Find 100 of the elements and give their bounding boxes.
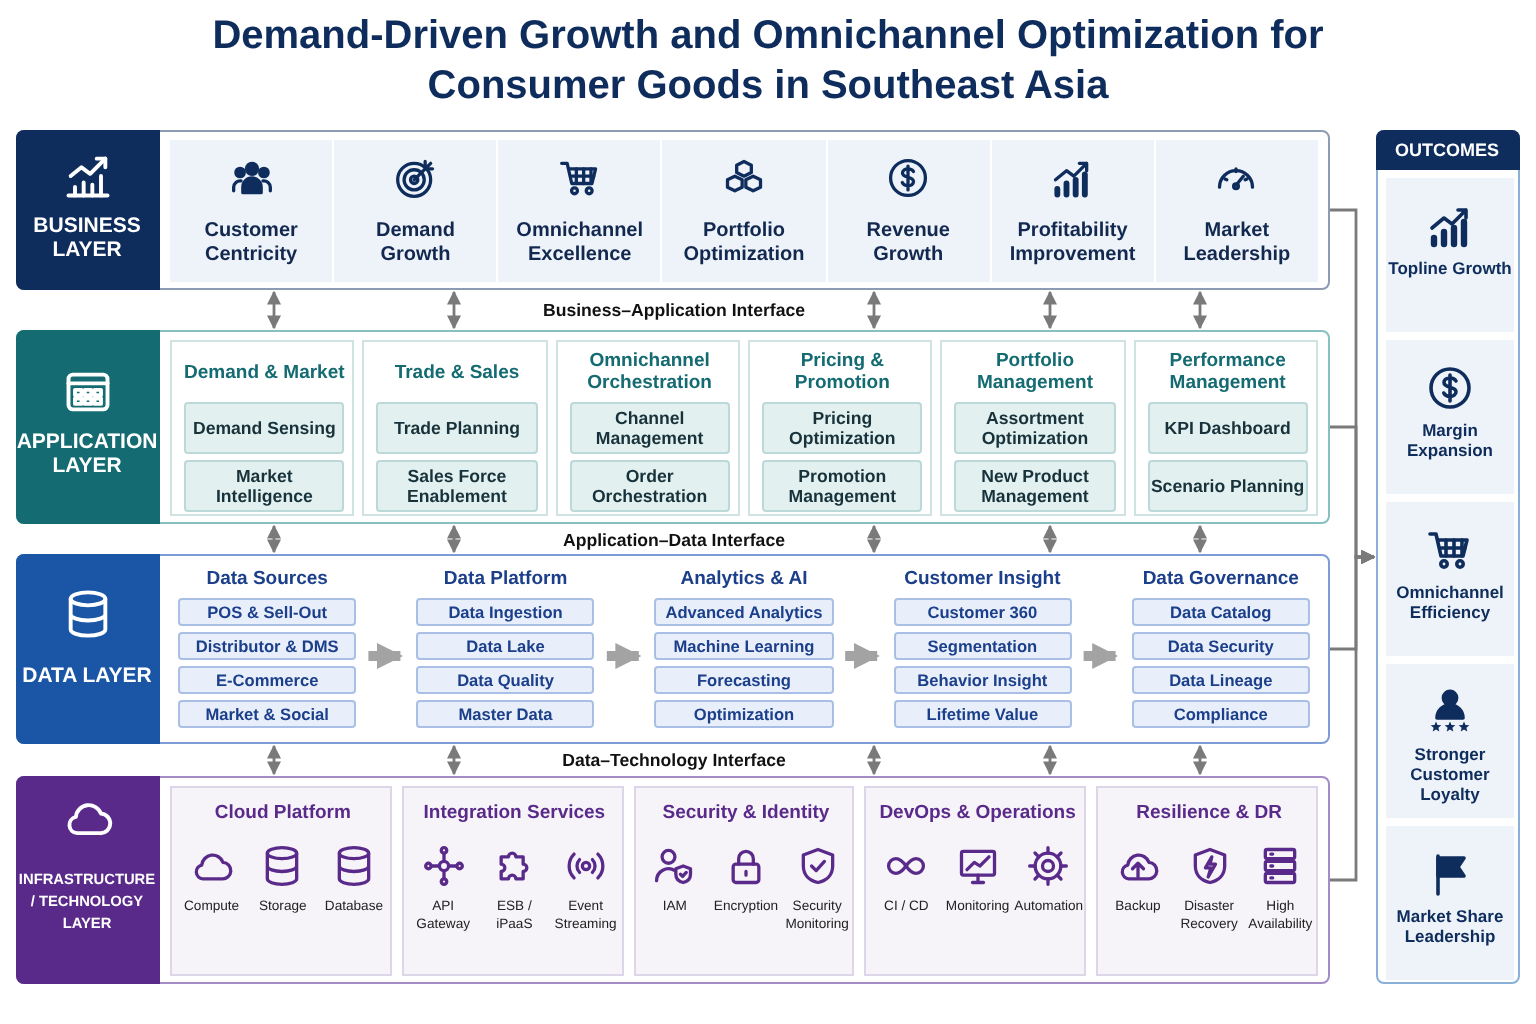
- group-title: Omnichannel Orchestration: [585, 350, 714, 394]
- interface-label: Data–Technology Interface: [562, 750, 786, 770]
- layer-title: APPLICATION LAYER: [16, 430, 158, 478]
- capability-tile: [662, 140, 826, 282]
- capability-label: Customer Centricity: [202, 220, 300, 268]
- module-box: KPI Dashboard: [1147, 402, 1308, 454]
- layer-panel: [16, 130, 1330, 290]
- arrow: [1083, 643, 1119, 669]
- module-box: Trade Planning: [376, 402, 538, 454]
- outcome-label: Stronger Customer Loyalty: [1408, 744, 1492, 804]
- arrow: [447, 524, 461, 554]
- outcome-tile: [1386, 502, 1514, 656]
- outcome-tile: [1386, 178, 1514, 332]
- capability-tile: [334, 140, 497, 282]
- arrow: [845, 643, 880, 669]
- data-item-box: Data Catalog: [1131, 598, 1310, 626]
- layer-title: DATA LAYER: [22, 664, 152, 688]
- group-card: [170, 786, 392, 976]
- data-item-box: Customer 360: [893, 598, 1072, 626]
- arrow: [447, 744, 461, 776]
- group-card: [864, 786, 1087, 976]
- data-item-box: Distributor & DMS: [178, 632, 357, 660]
- interface-label: Application–Data Interface: [563, 529, 785, 549]
- outcome-tile: [1386, 664, 1514, 818]
- title: Demand-Driven Growth and Omnichannel Optimization for Consumer Goods in Southeast Asia: [210, 12, 1326, 112]
- group-title: Cloud Platform: [214, 801, 351, 823]
- data-item-box: Compliance: [1131, 700, 1310, 728]
- module-box: Assortment Optimization: [954, 402, 1116, 454]
- module-box: Market Intelligence: [184, 460, 345, 512]
- outcomes-panel: [1376, 130, 1520, 984]
- interface-label: Business–Application Interface: [542, 300, 805, 320]
- group-card: [170, 340, 355, 516]
- module-box: Order Orchestration: [569, 460, 730, 512]
- group-card: [362, 340, 548, 516]
- module-box: Channel Management: [569, 402, 730, 454]
- data-item-box: Lifetime Value: [893, 700, 1072, 728]
- group-title: Portfolio Management: [974, 350, 1096, 394]
- data-item-box: Advanced Analytics: [654, 598, 834, 626]
- layer-title: BUSINESS LAYER: [31, 213, 143, 261]
- data-item-box: POS & Sell-Out: [178, 598, 357, 626]
- layer-panel: [16, 554, 1330, 744]
- group-title: Trade & Sales: [394, 361, 520, 383]
- capability-label: Demand Growth: [373, 220, 457, 268]
- data-item-box: Data Lake: [416, 632, 595, 660]
- data-item-box: Data Ingestion: [416, 598, 595, 626]
- outcome-label: Omnichannel Efficiency: [1394, 582, 1506, 622]
- capability-tile: [991, 140, 1154, 282]
- capability-label: Omnichannel Excellence: [514, 220, 646, 268]
- group-title: Demand & Market: [184, 361, 345, 383]
- module-box: New Product Management: [954, 460, 1116, 512]
- outcome-label: Market Share Leadership: [1394, 906, 1506, 946]
- data-item-box: E-Commerce: [178, 666, 357, 694]
- arrow: [867, 290, 881, 330]
- group-title: Integration Services: [423, 801, 606, 823]
- module-box: Sales Force Enablement: [376, 460, 538, 512]
- outcome-tile: [1386, 340, 1514, 494]
- capability-label: Market Leadership: [1181, 220, 1293, 268]
- capability-tile: [1155, 140, 1318, 282]
- data-item-box: Optimization: [654, 700, 834, 728]
- outcome-label: Margin Expansion: [1405, 420, 1495, 460]
- group-title: Data Governance: [1142, 567, 1299, 589]
- data-item-box: Data Security: [1131, 632, 1310, 660]
- group-card: [748, 340, 933, 516]
- data-item-box: Forecasting: [654, 666, 834, 694]
- group-title: Security & Identity: [662, 801, 830, 823]
- capability-label: Portfolio Optimization: [681, 220, 807, 268]
- group-title: Resilience & DR: [1136, 801, 1283, 823]
- capability-tile: [827, 140, 990, 282]
- group-card: [1133, 340, 1318, 516]
- module-box: Demand Sensing: [184, 402, 345, 454]
- module-box: Promotion Management: [762, 460, 923, 512]
- data-item-box: Data Quality: [416, 666, 595, 694]
- group-card: [401, 786, 624, 976]
- arrow: [1193, 744, 1207, 776]
- data-item-box: Behavior Insight: [893, 666, 1072, 694]
- outcome-label: Topline Growth: [1388, 258, 1512, 278]
- capability-label: Profitability Improvement: [1007, 220, 1138, 268]
- group-card: [940, 340, 1126, 516]
- module-box: Scenario Planning: [1147, 460, 1308, 512]
- group-card: [1096, 786, 1318, 976]
- capability-label: Revenue Growth: [864, 220, 952, 268]
- capability-tile: [170, 140, 333, 282]
- group-title: Pricing & Promotion: [792, 350, 892, 394]
- data-item-box: Segmentation: [893, 632, 1072, 660]
- arrow: [1043, 290, 1057, 330]
- group-title: DevOps & Operations: [879, 801, 1076, 823]
- arrow: [867, 744, 881, 776]
- arrow: [1193, 524, 1207, 554]
- layer-panel: [16, 330, 1330, 524]
- group-card: [633, 786, 855, 976]
- data-item-box: Market & Social: [178, 700, 357, 728]
- arrow: [1193, 290, 1207, 330]
- arrow: [1043, 524, 1057, 554]
- data-item-box: Master Data: [416, 700, 595, 728]
- arrow: [606, 643, 642, 669]
- capability-tile: [498, 140, 661, 282]
- group-title: Data Sources: [206, 567, 328, 589]
- arrow: [368, 643, 403, 669]
- arrow: [447, 290, 461, 330]
- arrow: [1043, 744, 1057, 776]
